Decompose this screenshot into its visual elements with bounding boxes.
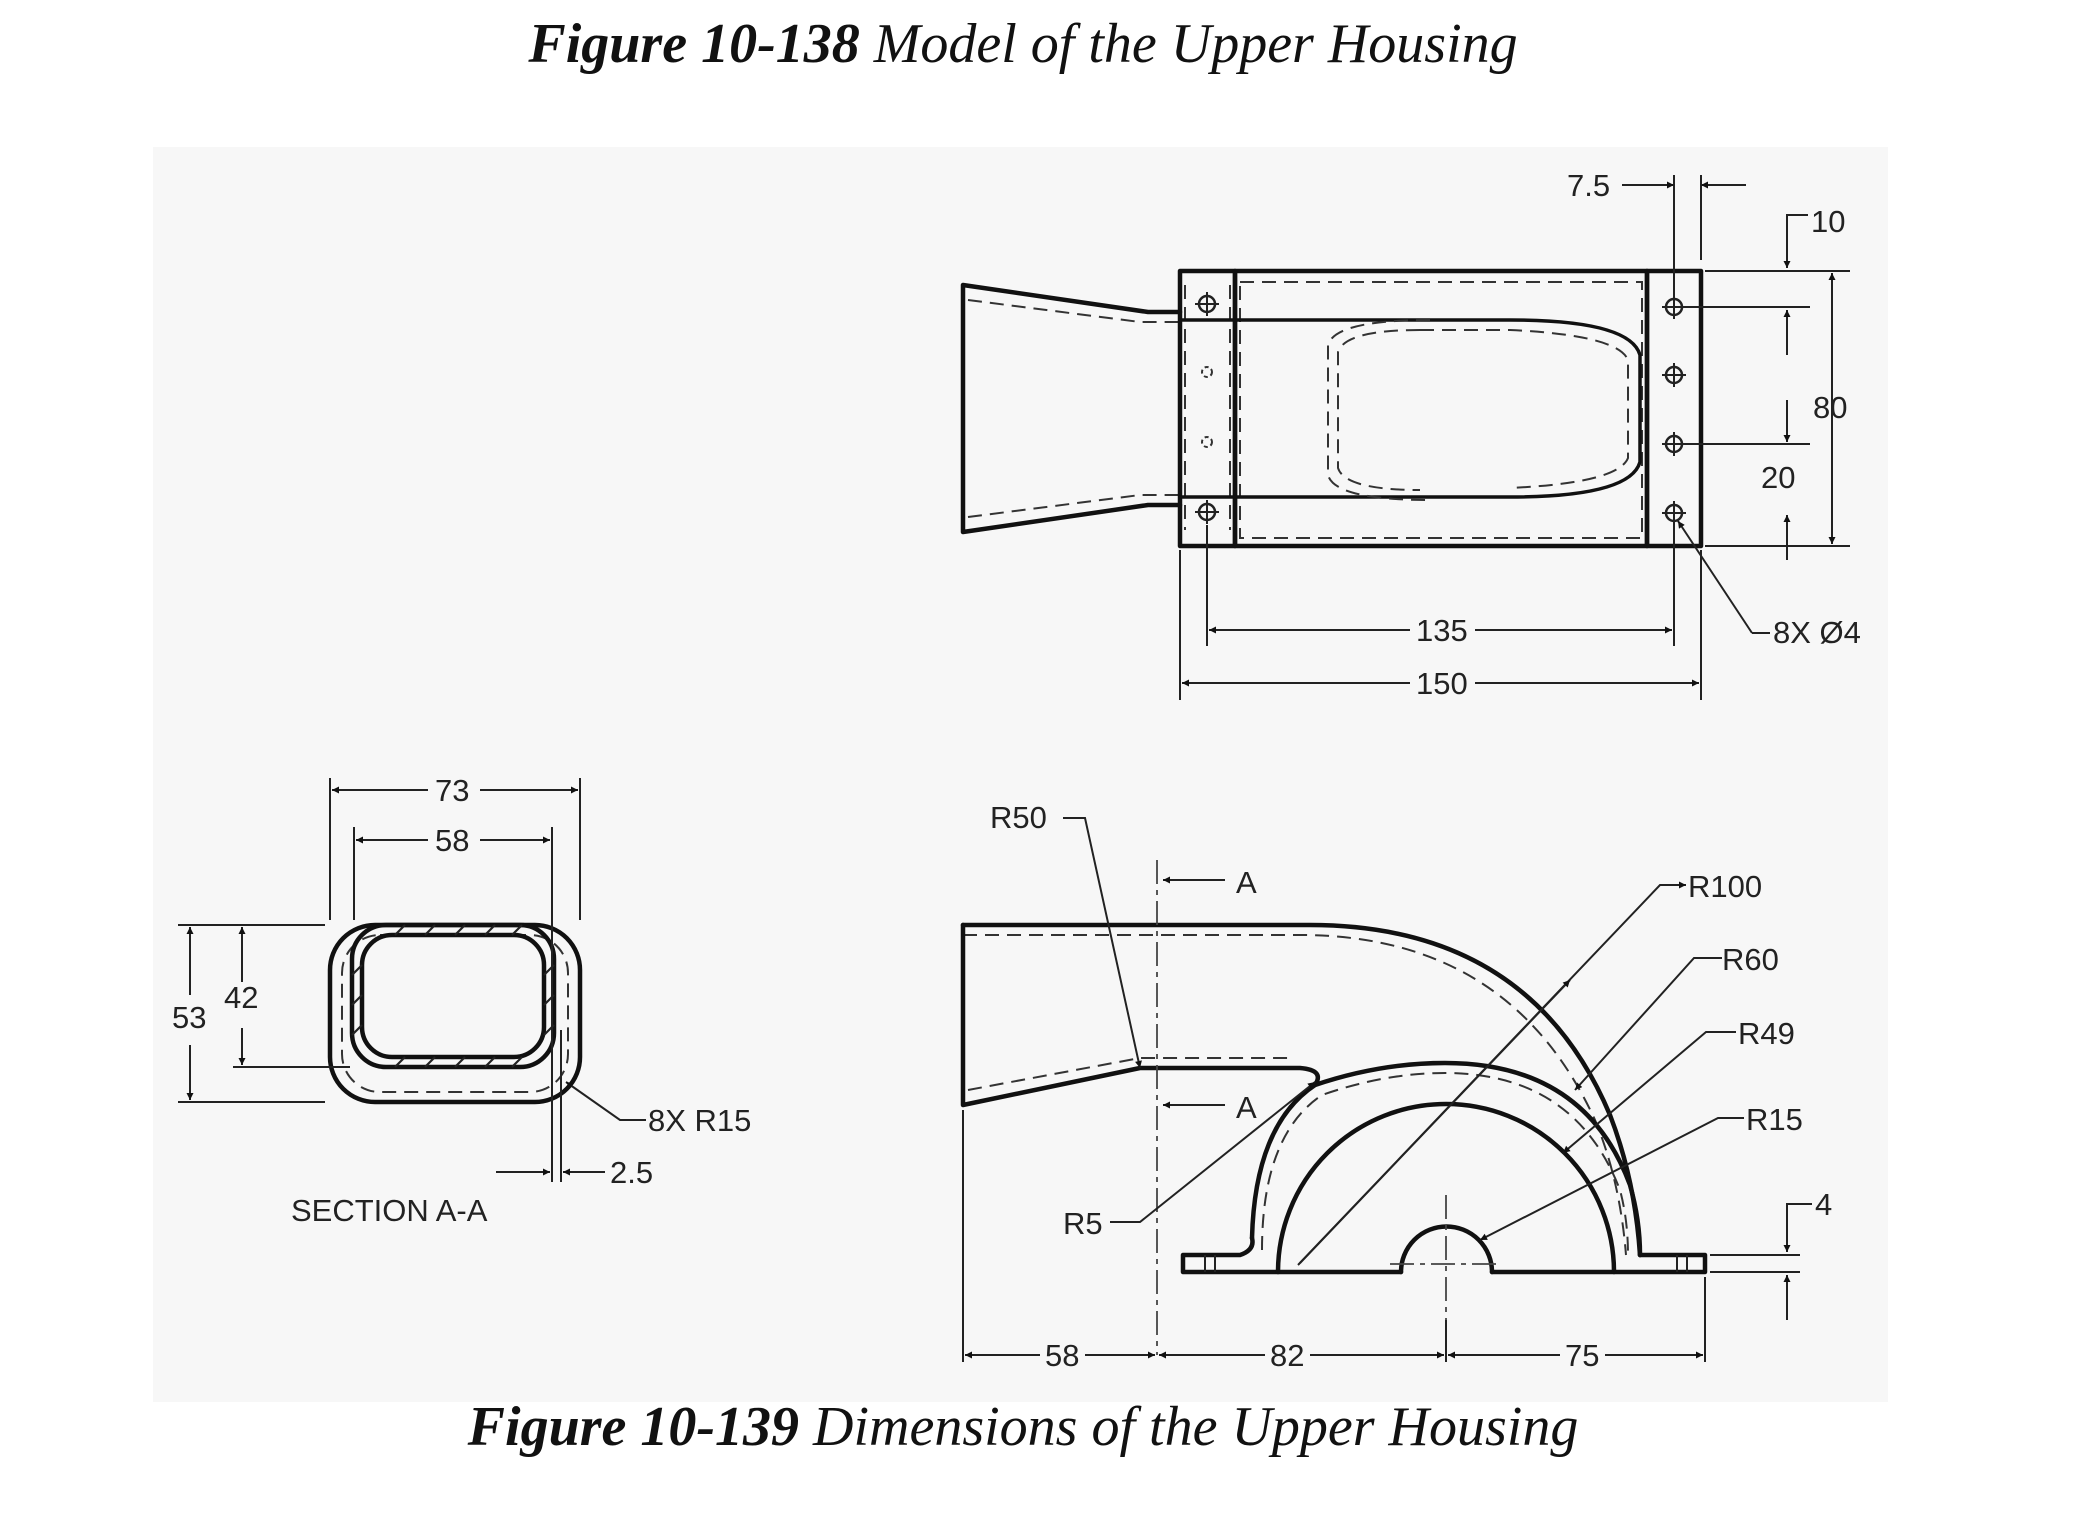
- holes-note: 8X Ø4: [1773, 615, 1861, 650]
- inlet-hidden-lines: [967, 299, 1180, 518]
- section-tube-outer: [349, 922, 557, 1070]
- left-flange-hidden: [1184, 285, 1231, 530]
- holes-leader: [1677, 520, 1753, 634]
- section-title: SECTION A-A: [291, 1193, 488, 1228]
- section-extension-lines: [178, 778, 581, 1182]
- dim-58-section: 58: [435, 823, 469, 858]
- dim-58-front: 58: [1045, 1338, 1079, 1373]
- left-flange-holes: [1195, 292, 1219, 524]
- dim-10: 10: [1811, 204, 1845, 239]
- dim-75: 75: [1565, 1338, 1599, 1373]
- figure-title: Model of the Upper Housing: [859, 13, 1518, 75]
- front-extension-lines: [962, 1110, 1800, 1362]
- dim-42: 42: [224, 980, 258, 1015]
- dim-10-leader: [1783, 214, 1808, 268]
- front-view: A A R50 R100 R60 R49 R15 4 R5 58 82: [960, 800, 1832, 1373]
- section-hatching: [351, 924, 555, 1068]
- outer-arch-hidden: [1261, 1071, 1629, 1256]
- r100-label: R100: [1688, 869, 1762, 904]
- extension-lines-top: [1179, 175, 1850, 700]
- section-tube-inner: [359, 932, 547, 1060]
- front-inlet-bottom: [960, 922, 1321, 1108]
- dim-73: 73: [435, 773, 469, 808]
- figure-caption-dimensions: Figure 10-139 Dimensions of the Upper Ho…: [0, 1395, 2046, 1459]
- front-base: [1180, 1235, 1708, 1275]
- inner-arch: [1275, 1101, 1617, 1275]
- dim-4-leader: [1783, 1203, 1812, 1252]
- cut-label-bottom: A: [1236, 1090, 1257, 1125]
- front-inlet-bottom-hidden: [967, 1057, 1295, 1091]
- r49-leader: [1562, 1031, 1736, 1154]
- top-view: 7.5 10 80 20 135 150 8X Ø4: [960, 168, 1861, 701]
- main-body: [1232, 268, 1650, 549]
- r5-label: R5: [1063, 1206, 1103, 1241]
- r60-leader: [1574, 957, 1722, 1091]
- inlet-outline: [960, 282, 1183, 535]
- tube-top-outline: [1178, 318, 1642, 499]
- right-flange-holes: [1662, 295, 1686, 525]
- front-outer-top-hidden: [963, 934, 1627, 1256]
- interior-hidden-rect: [1239, 281, 1643, 539]
- r60-label: R60: [1722, 942, 1779, 977]
- base-ticks: [1204, 1255, 1688, 1272]
- section-radii-leader: [565, 1081, 646, 1121]
- dim-20: 20: [1761, 460, 1795, 495]
- dim-150: 150: [1416, 666, 1468, 701]
- r5-leader: [1110, 1081, 1316, 1223]
- cut-label-top: A: [1236, 865, 1257, 900]
- r50-label: R50: [990, 800, 1047, 835]
- r100-arrowhead: [1299, 979, 1571, 1264]
- tube-inner-hidden: [1327, 319, 1431, 501]
- dim-135: 135: [1416, 613, 1468, 648]
- drawing-panel: [153, 147, 1888, 1402]
- dim-4: 4: [1815, 1187, 1832, 1222]
- r15-label: R15: [1746, 1102, 1803, 1137]
- r49-label: R49: [1738, 1016, 1795, 1051]
- r15-leader: [1479, 1117, 1744, 1241]
- r50-leader: [1063, 817, 1142, 1069]
- section-a-a: 73 58 53 42 8X R15 2.5 SECTION A-A: [172, 773, 751, 1228]
- figure-caption-model: Figure 10-138 Model of the Upper Housing: [0, 12, 2046, 76]
- dim-53: 53: [172, 1000, 206, 1035]
- figure-number: Figure 10-138: [528, 13, 860, 75]
- dim-2-5: 2.5: [610, 1155, 653, 1190]
- section-radii-note: 8X R15: [648, 1103, 751, 1138]
- dim-7-5: 7.5: [1567, 168, 1610, 203]
- figure-number: Figure 10-139: [467, 1396, 800, 1458]
- outer-arch: [1249, 1060, 1643, 1258]
- tube-inner-hidden-2: [1337, 329, 1629, 491]
- dim-80: 80: [1813, 390, 1847, 425]
- dim-82: 82: [1270, 1338, 1304, 1373]
- figure-title: Dimensions of the Upper Housing: [799, 1396, 1579, 1458]
